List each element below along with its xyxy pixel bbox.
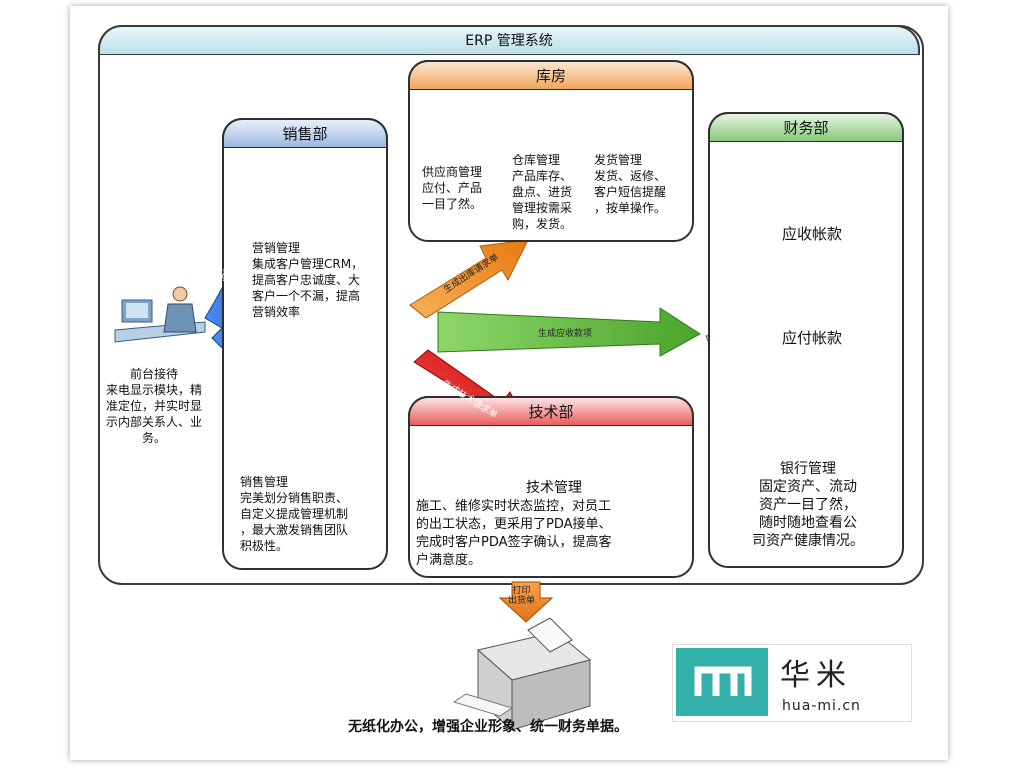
accounts-payable-label: 应付帐款: [782, 329, 843, 347]
arrow-label-to-finance: 生成应收款项: [538, 329, 593, 339]
accounts-receivable-label: 应收帐款: [782, 225, 843, 243]
printer-icon: [452, 617, 592, 732]
tech-management-text: 施工、维修实时状态监控，对员工 的出工状态，更采用了PDA接单、 完成时客户PD…: [416, 499, 612, 568]
logo-m-glyph: [694, 666, 752, 696]
bank-management-text: 银行管理 固定资产、流动 资产一目了然， 随时随地查看公 司资产健康情况。: [752, 461, 864, 549]
tech-department-header: 技术部: [408, 396, 694, 426]
logo-name: 华米: [780, 658, 852, 693]
erp-system-title: ERP 管理系统: [98, 25, 920, 55]
sales-department-header: 销售部: [222, 118, 388, 148]
footer-caption: 无纸化办公，增强企业形象、统一财务单据。: [348, 719, 628, 735]
logo-url: hua-mi.cn: [782, 698, 861, 714]
green-arrow: [437, 307, 701, 357]
orange-arrow: [409, 239, 529, 319]
supplier-management-text: 供应商管理 应付、产品 一目了然。: [422, 165, 483, 211]
warehouse-header: 库房: [408, 60, 694, 90]
tech-management-title: 技术管理: [526, 480, 582, 496]
shipping-management-text: 发货管理 发货、返修、 客户短信提醒 ，按单操作。: [594, 153, 667, 215]
arrow-label-to-printer: 打印 出货单: [508, 586, 536, 606]
finance-department-header: 财务部: [708, 112, 904, 142]
reception-text: 前台接待 来电显示模块，精 准定位，并实时显 示内部关系人、业 务。: [106, 367, 203, 445]
warehouse-box: [408, 60, 694, 242]
marketing-management-text: 营销管理 集成客户管理CRM， 提高客户忠诚度、大 客户一个不漏，提高 营销效率: [252, 241, 364, 319]
storage-management-text: 仓库管理 产品库存、 盘点、进货 管理按需采 购，发货。: [512, 153, 573, 231]
sales-management-text: 销售管理 完美划分销售职责、 自定义提成管理机制 ，最大激发销售团队 积极性。: [240, 475, 349, 553]
down-arrow: [498, 581, 554, 623]
reception-person-icon: [114, 286, 206, 343]
logo-mark-icon: [676, 648, 768, 716]
